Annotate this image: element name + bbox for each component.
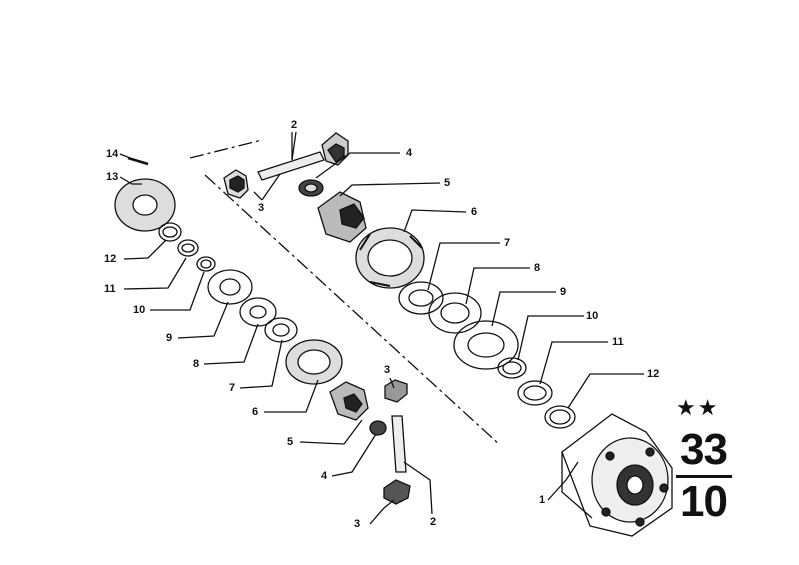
lower-cross-pin-2 <box>391 415 407 473</box>
callout-upper-12: 12 <box>647 368 660 380</box>
lower-spring-plate-9 <box>207 269 253 305</box>
leader-u3 <box>253 173 281 201</box>
callout-lower-2: 2 <box>430 516 437 528</box>
callout-upper-5: 5 <box>444 177 451 189</box>
upper-spring-plate <box>453 320 519 370</box>
leader-u9 <box>491 291 556 327</box>
leader-u11 <box>539 341 608 385</box>
leader-u12 <box>567 373 644 409</box>
callout-lower-7: 7 <box>229 382 236 394</box>
leader-l6 <box>264 379 319 413</box>
callout-lower-8: 8 <box>193 358 200 370</box>
callout-upper-11: 11 <box>612 336 624 348</box>
lower-lined-disc-8 <box>239 297 277 327</box>
callout-lower-11: 11 <box>104 283 116 295</box>
lower-shim-10 <box>196 256 216 272</box>
callout-lower-10: 10 <box>133 304 146 316</box>
leader-l8 <box>203 323 259 365</box>
leader-u4 <box>315 152 400 179</box>
catalog-group-number: 33 <box>680 425 728 474</box>
leader-l7 <box>239 339 283 389</box>
upper-pressure-ring <box>355 227 425 289</box>
callout-lower-3-bottom: 3 <box>354 518 361 530</box>
callout-upper-2: 2 <box>291 119 298 131</box>
leader-l2 <box>403 461 433 515</box>
upper-side-gear <box>317 191 367 243</box>
leader-l3a <box>389 377 395 389</box>
lower-side-gear-5 <box>329 381 369 421</box>
callout-upper-4: 4 <box>406 147 413 159</box>
callout-upper-6: 6 <box>471 206 478 218</box>
leader-u10 <box>517 315 584 361</box>
leader-u2 <box>291 131 297 161</box>
callout-lower-14: 14 <box>106 148 119 160</box>
lower-pressure-ring-6 <box>285 339 343 385</box>
catalog-subgroup-number: 10 <box>680 477 728 526</box>
leader-l11 <box>123 257 187 290</box>
lower-bevel-gear-bottom-3 <box>383 479 411 505</box>
callout-lower-12: 12 <box>104 253 117 265</box>
lower-shim-11 <box>177 239 199 257</box>
upper-bevel-gear-left <box>223 169 249 199</box>
leader-l12 <box>123 239 167 260</box>
leader-u7 <box>427 242 500 291</box>
leader-u5 <box>339 182 441 197</box>
catalog-stars: ★★ <box>676 396 720 421</box>
upper-lined-disc <box>428 292 482 334</box>
callout-lower-6: 6 <box>252 406 259 418</box>
leader-u8 <box>465 267 530 305</box>
leader-l3b <box>369 499 395 525</box>
callout-upper-3: 3 <box>258 202 265 214</box>
lower-friction-disc-7 <box>264 317 298 343</box>
leader-l9 <box>177 301 229 339</box>
differential-housing <box>561 413 673 537</box>
leader-l10 <box>150 271 205 311</box>
leader-u6 <box>403 209 467 233</box>
lower-bevel-gear-top-3 <box>384 379 408 403</box>
callout-lower-1: 1 <box>539 494 546 506</box>
leader-l5 <box>299 419 363 445</box>
upper-shim-10 <box>497 357 527 379</box>
assembly-axis <box>189 139 501 446</box>
upper-cross-pin <box>257 132 325 181</box>
upper-bevel-gear-right <box>321 132 349 166</box>
callout-upper-8: 8 <box>534 262 541 274</box>
leader-l13 <box>119 176 142 185</box>
callout-lower-9: 9 <box>166 332 173 344</box>
lower-bolt-14 <box>127 156 149 166</box>
upper-friction-disc <box>398 281 444 315</box>
callout-upper-9: 9 <box>560 286 567 298</box>
callout-upper-10: 10 <box>586 310 599 322</box>
callout-lower-4: 4 <box>321 470 328 482</box>
upper-thrust-washer <box>298 179 324 197</box>
catalog-divider <box>676 475 732 478</box>
leader-l4 <box>331 433 377 477</box>
lower-thrust-washer-4 <box>369 420 387 436</box>
callout-upper-7: 7 <box>504 237 511 249</box>
callout-lower-5: 5 <box>287 436 294 448</box>
callout-lower-13: 13 <box>106 171 119 183</box>
upper-circlip-12 <box>544 405 576 429</box>
lower-cover-13 <box>114 178 176 232</box>
callout-lower-3-top: 3 <box>384 364 391 376</box>
leader-l14 <box>119 153 131 159</box>
lower-circlip-12 <box>158 222 182 242</box>
upper-shim-11 <box>517 380 553 406</box>
leader-l1 <box>547 461 579 501</box>
